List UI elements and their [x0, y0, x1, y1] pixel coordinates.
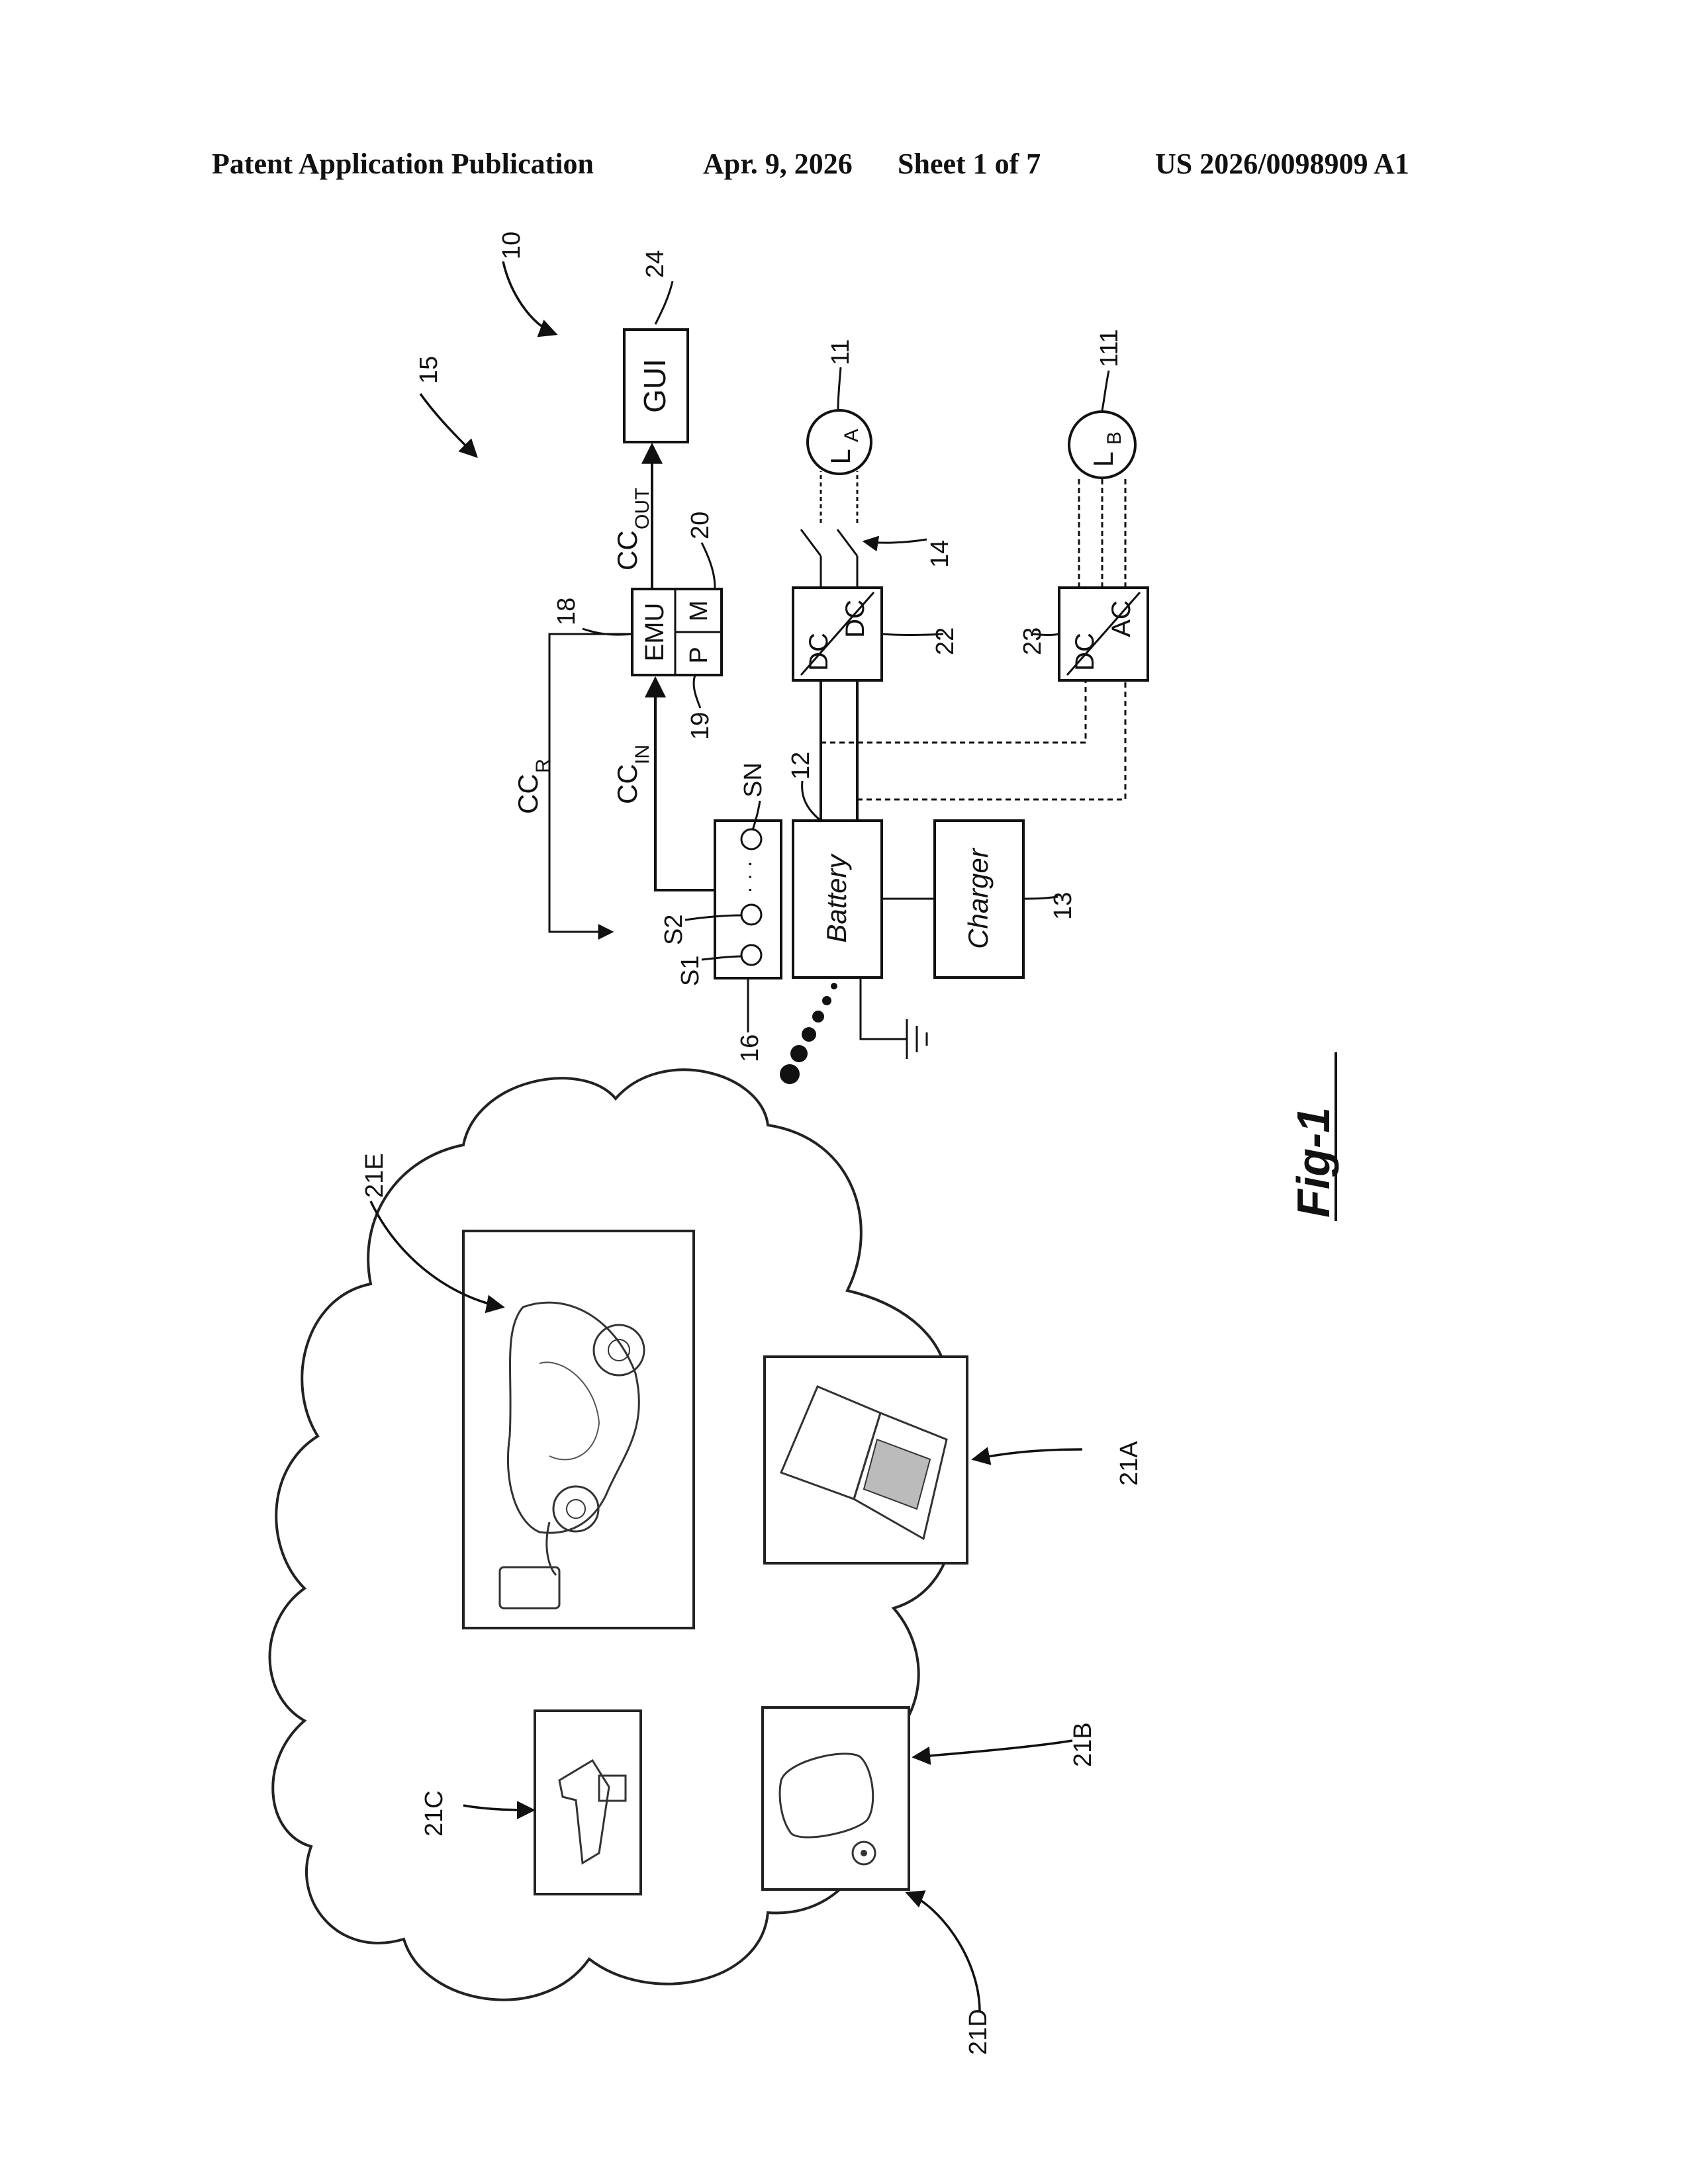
ref-19: 19 [686, 712, 714, 740]
ref-22: 22 [931, 627, 959, 655]
ref-12: 12 [787, 752, 815, 780]
ref-21E: 21E [361, 1153, 389, 1198]
battery-label: Battery [821, 852, 852, 942]
memory-label: M [685, 600, 713, 621]
mobile-device-image [763, 1707, 909, 1889]
load-b-main: L [1088, 451, 1119, 467]
dcac-label-output: AC [1107, 600, 1136, 637]
sensor-s1-label: S1 [677, 956, 704, 986]
cc-r-sub: R [532, 758, 554, 773]
leader-21C [463, 1805, 534, 1810]
ref-18: 18 [553, 598, 581, 625]
dcdc-label-input: DC [804, 633, 833, 671]
ref-11: 11 [827, 340, 855, 365]
load-a-main: L [825, 449, 856, 464]
load-b-sub: B [1103, 432, 1125, 445]
ref-15: 15 [415, 356, 443, 384]
ref-20: 20 [686, 512, 714, 539]
wireless-link-dots [780, 983, 837, 1084]
sensor-s2-label: S2 [660, 915, 688, 945]
ref-16: 16 [736, 1034, 764, 1062]
leader-21D [907, 1893, 980, 2012]
electric-vehicle-image [463, 1231, 694, 1628]
sensor-ellipsis: · · · [737, 860, 761, 893]
emu-label: EMU [640, 603, 669, 662]
cc-in-main: CC [612, 764, 643, 804]
cc-r-main: CC [512, 774, 543, 814]
charger-label: Charger [962, 847, 994, 949]
cc-in-sub: IN [632, 745, 653, 764]
ref-111: 111 [1096, 329, 1123, 367]
sensor-array-block [715, 821, 781, 978]
ref-21B: 21B [1069, 1722, 1097, 1767]
leader-21B [914, 1741, 1072, 1757]
dcac-label-input: DC [1070, 633, 1100, 671]
ref-21A: 21A [1115, 1441, 1143, 1486]
figure-caption: Fig-1 [1288, 1107, 1339, 1218]
processor-label: P [685, 647, 713, 663]
laptop-image [765, 1357, 967, 1563]
cc-out-main: CC [612, 530, 643, 570]
ref-13: 13 [1049, 892, 1077, 920]
gui-label: GUI [637, 359, 672, 413]
leader-21A [973, 1449, 1082, 1459]
ref-21D: 21D [964, 2009, 992, 2055]
load-b [1069, 412, 1135, 478]
ref-10: 10 [498, 232, 526, 259]
load-a-sub: A [841, 429, 863, 442]
ref-24: 24 [641, 250, 669, 278]
charging-connector-image [535, 1711, 641, 1894]
ref-23: 23 [1019, 627, 1047, 655]
cc-out-sub: OUT [632, 488, 653, 529]
dcdc-label-output: DC [841, 600, 870, 638]
ref-21C: 21C [420, 1790, 448, 1837]
ref-14: 14 [926, 540, 954, 568]
sensor-sn-label: SN [739, 762, 767, 797]
